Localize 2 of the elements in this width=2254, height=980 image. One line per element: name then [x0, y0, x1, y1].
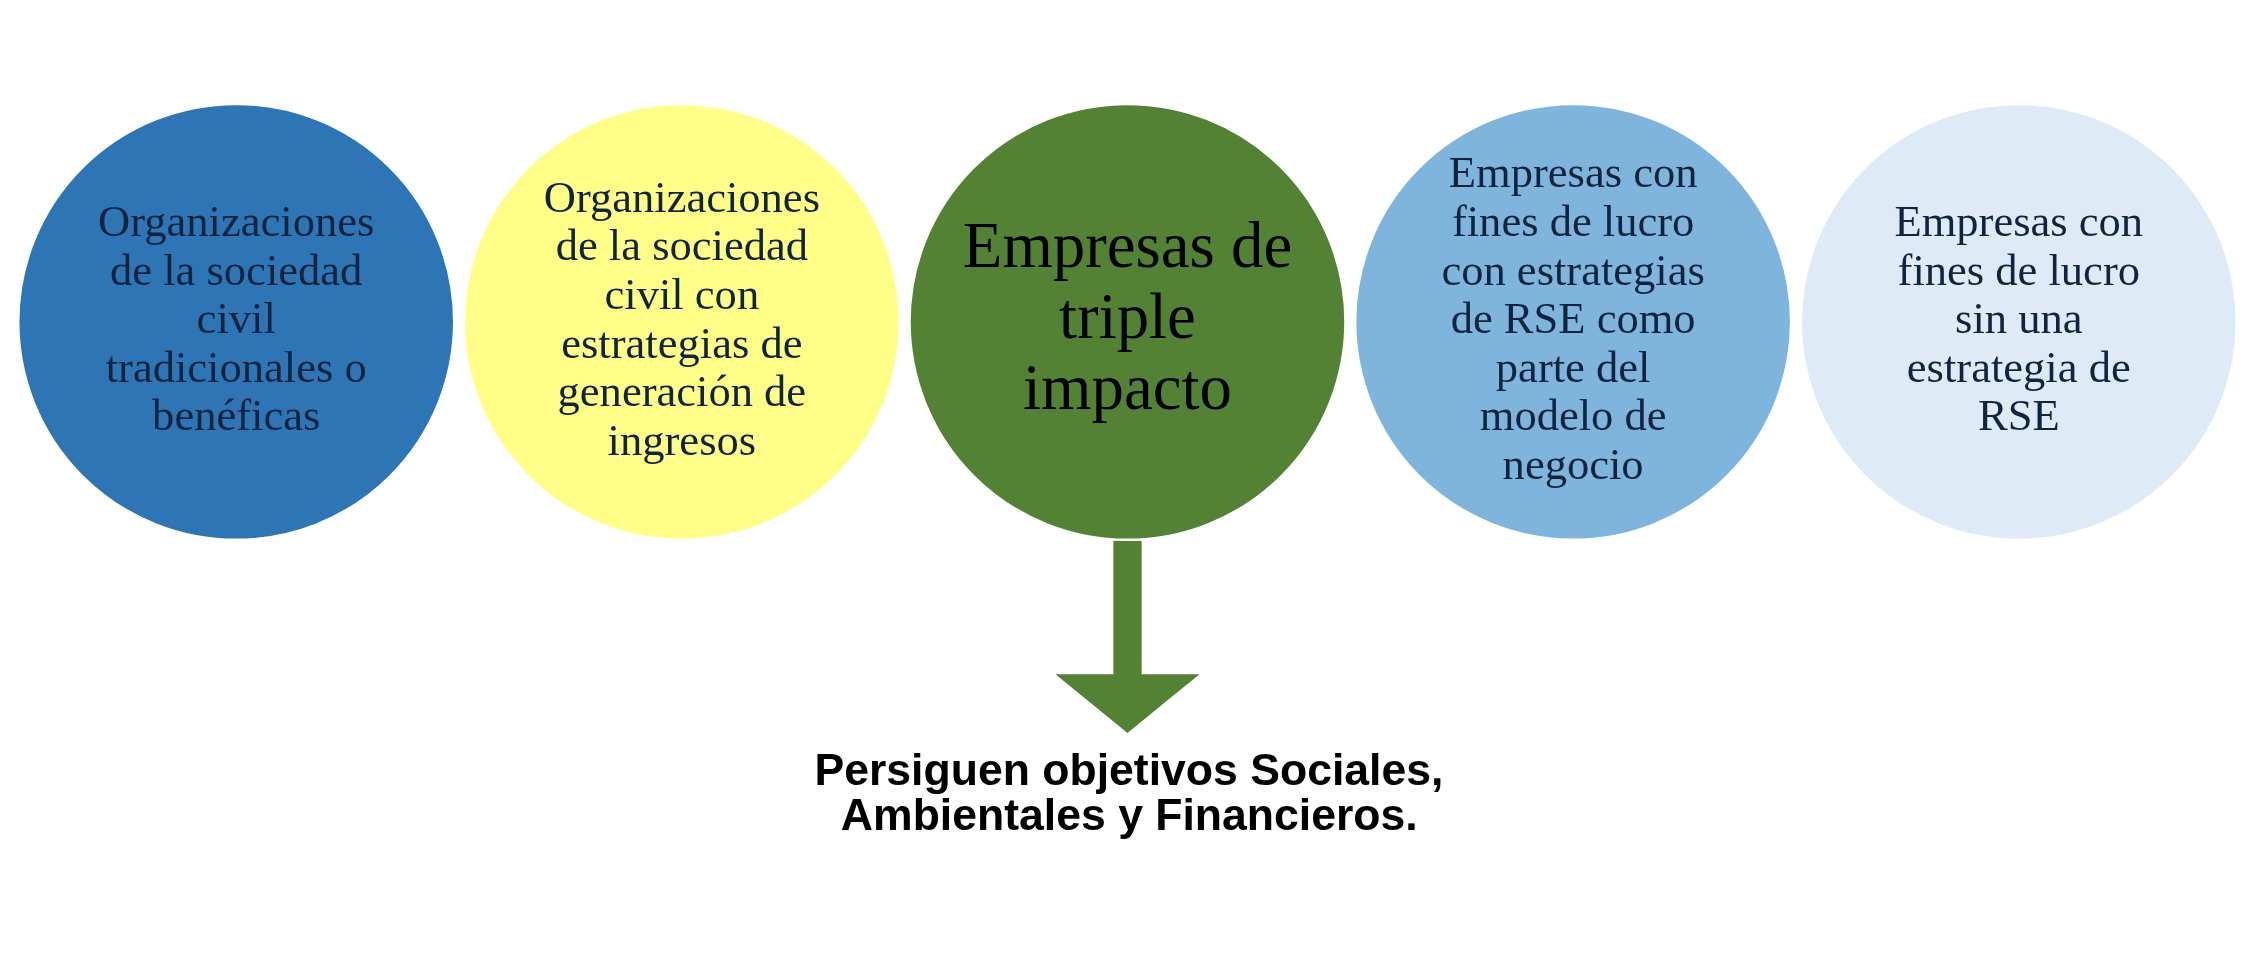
arrow — [1054, 541, 1200, 733]
node-text: Persiguen objetivos Sociales, Ambientales y Financieros. — [814, 744, 1443, 839]
